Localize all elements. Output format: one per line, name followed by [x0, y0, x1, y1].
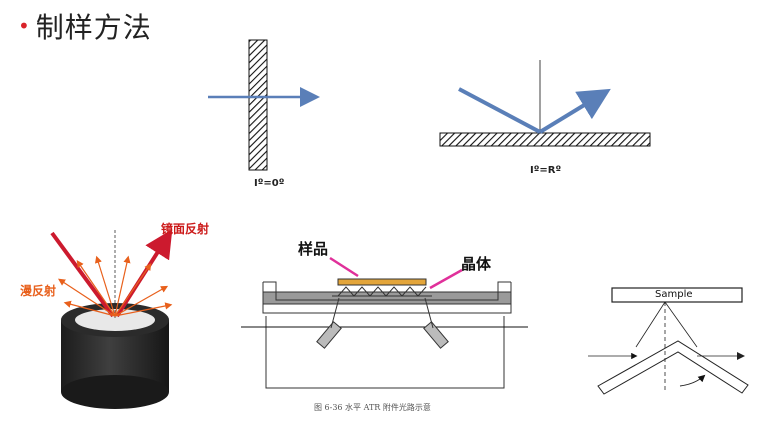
transmission-diagram [208, 39, 320, 171]
reflection-label: Iº=Rº [530, 165, 562, 176]
reflecting-surface [439, 132, 651, 147]
atr-diagram [241, 256, 528, 389]
reflected-beam [538, 88, 611, 134]
diffuse-label: 漫反射 [20, 284, 57, 298]
diffuse-diagram [50, 229, 173, 409]
crystal-pointer [429, 268, 463, 290]
slide-title-row: • 制样方法 [18, 6, 152, 46]
sample-pointer [329, 256, 359, 278]
incident-red-beam [50, 231, 115, 318]
sample-geometry-diagram [588, 287, 749, 395]
sample-label: 样品 [298, 240, 329, 258]
page-title: 制样方法 [35, 11, 152, 44]
sample-slab-label: Sample [655, 289, 693, 300]
bullet-icon: • [18, 14, 30, 38]
sample-bar [337, 278, 427, 286]
specular-label: 镜面反射 [161, 222, 210, 236]
sample-slab [611, 287, 743, 303]
diffuse-rays [57, 255, 173, 317]
incident-beam [458, 87, 541, 134]
crystal-label: 晶体 [461, 255, 492, 273]
sample-plate [248, 39, 268, 171]
atr-caption: 图 6-36 水平 ATR 附件光路示意 [314, 403, 431, 412]
transmission-label: Iº=0º [254, 178, 285, 189]
reflection-diagram [439, 60, 651, 147]
crystal-prism [597, 340, 749, 395]
